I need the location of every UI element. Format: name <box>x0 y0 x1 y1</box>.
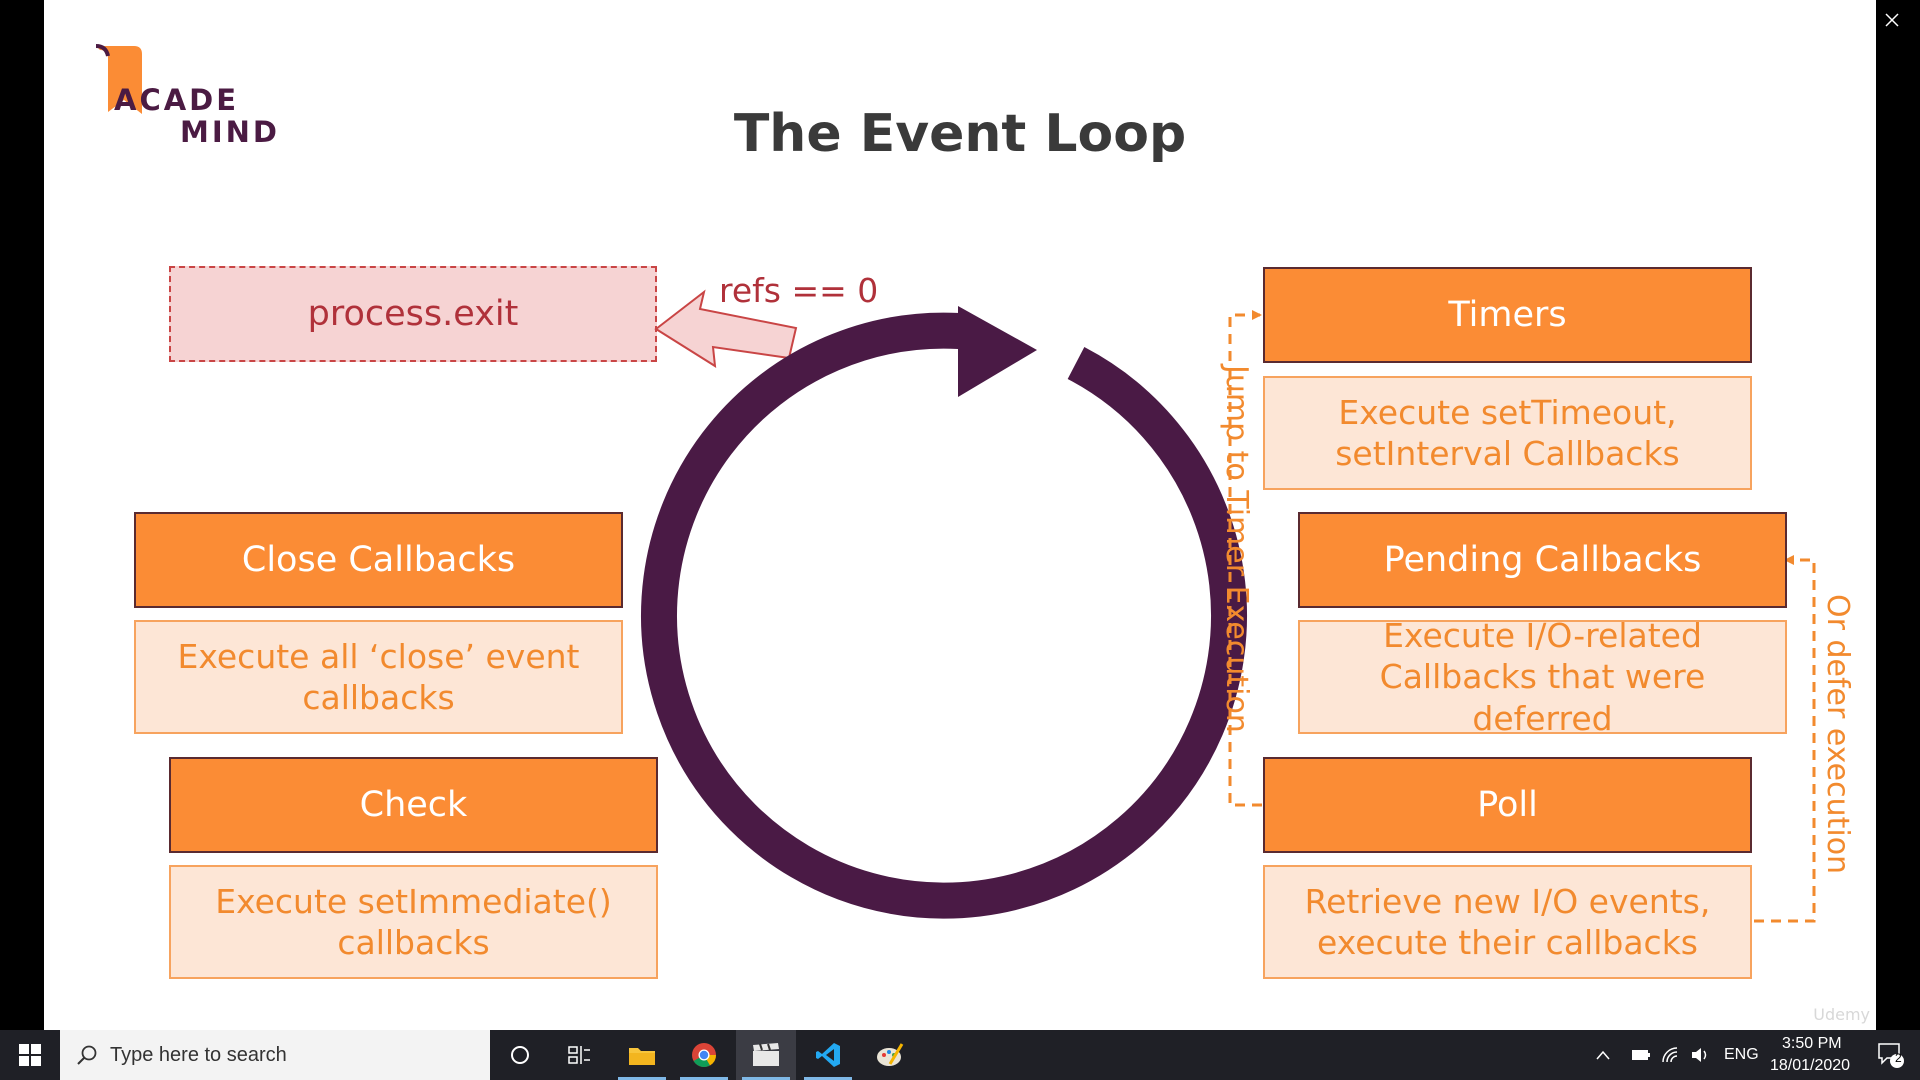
presentation-slide: ACADE MIND The Event Loop process.exit r… <box>44 0 1876 1030</box>
process-exit-box: process.exit <box>169 266 657 362</box>
clapperboard-icon <box>753 1043 779 1066</box>
close-window-button[interactable] <box>1863 0 1920 40</box>
active-indicator <box>742 1077 790 1080</box>
vscode-taskbar-button[interactable] <box>798 1030 858 1080</box>
pending-callbacks-label: Pending Callbacks <box>1383 540 1702 580</box>
chevron-up-icon <box>1596 1050 1610 1060</box>
active-indicator <box>618 1077 666 1080</box>
defer-connector <box>1754 558 1816 923</box>
cortana-icon <box>511 1046 529 1064</box>
action-center-button[interactable]: 2 <box>1866 1030 1916 1080</box>
chrome-taskbar-button[interactable] <box>674 1030 734 1080</box>
notification-badge: 2 <box>1895 1051 1902 1065</box>
refs-exit-arrow <box>654 289 798 368</box>
network-button[interactable] <box>1656 1030 1686 1080</box>
clock-time: 3:50 PM <box>1782 1035 1842 1052</box>
notification-icon <box>1878 1043 1904 1068</box>
close-callbacks-description: Execute all ‘close’ event callbacks <box>134 620 623 734</box>
paint-taskbar-button[interactable] <box>860 1030 920 1080</box>
udemy-watermark: Udemy <box>1813 1005 1870 1024</box>
folder-icon <box>629 1048 655 1065</box>
timers-label: Timers <box>1448 295 1567 335</box>
clock-date: 18/01/2020 <box>1770 1057 1851 1074</box>
paint-palette-icon <box>877 1043 904 1066</box>
timers-description: Execute setTimeout, setInterval Callback… <box>1263 376 1752 490</box>
start-button[interactable] <box>0 1030 60 1080</box>
pending-callbacks-description: Execute I/O-related Callbacks that were … <box>1298 616 1787 738</box>
vscode-icon <box>816 1043 840 1067</box>
media-player-taskbar-button[interactable] <box>736 1030 796 1080</box>
volume-button[interactable] <box>1686 1030 1716 1080</box>
active-indicator <box>680 1077 728 1080</box>
jump-to-timer-label: Jump to Timer Execution <box>1219 365 1254 733</box>
logo-text-line2: MIND <box>180 115 280 149</box>
close-icon <box>1884 13 1899 27</box>
slide-title: The Event Loop <box>733 104 1187 164</box>
academind-logo: ACADE MIND <box>94 44 294 154</box>
check-description: Execute setImmediate() callbacks <box>169 865 658 979</box>
network-icon <box>1662 1047 1678 1063</box>
taskbar-search-box[interactable]: Type here to search <box>60 1030 490 1080</box>
check-stage: Check <box>169 757 658 853</box>
speaker-icon <box>1692 1048 1707 1062</box>
chrome-icon <box>692 1043 716 1068</box>
show-hidden-icons-button[interactable] <box>1588 1030 1618 1080</box>
event-loop-circle <box>641 312 1248 919</box>
battery-icon <box>1632 1050 1650 1060</box>
windows-taskbar: Type here to search <box>0 1030 1920 1080</box>
language-indicator[interactable]: ENG <box>1724 1046 1759 1063</box>
battery-button[interactable] <box>1626 1030 1656 1080</box>
refs-condition-label: refs == 0 <box>719 271 879 310</box>
clock[interactable]: 3:50 PM 18/01/2020 <box>1762 1030 1852 1080</box>
file-explorer-taskbar-button[interactable] <box>612 1030 672 1080</box>
poll-description: Retrieve new I/O events, execute their c… <box>1263 865 1752 979</box>
process-exit-label: process.exit <box>307 294 519 334</box>
logo-bookmark-icon <box>95 44 142 114</box>
cortana-button[interactable] <box>490 1030 550 1080</box>
close-callbacks-label: Close Callbacks <box>241 540 516 580</box>
task-view-button[interactable] <box>550 1030 610 1080</box>
event-loop-diagram <box>641 289 1816 923</box>
windows-logo-icon <box>19 1044 41 1066</box>
logo-text-line1: ACADE <box>114 83 240 117</box>
search-placeholder: Type here to search <box>110 1043 287 1066</box>
timers-stage: Timers <box>1263 267 1752 363</box>
check-label: Check <box>359 785 468 825</box>
poll-label: Poll <box>1477 785 1538 825</box>
jump-connector <box>1228 313 1262 807</box>
poll-stage: Poll <box>1263 757 1752 853</box>
close-callbacks-stage: Close Callbacks <box>134 512 623 608</box>
pending-callbacks-stage: Pending Callbacks <box>1298 512 1787 608</box>
search-icon <box>77 1045 97 1065</box>
active-indicator <box>804 1077 852 1080</box>
event-loop-arrowhead <box>958 306 1037 397</box>
defer-execution-label: Or defer execution <box>1820 594 1855 875</box>
task-view-icon <box>568 1046 590 1064</box>
